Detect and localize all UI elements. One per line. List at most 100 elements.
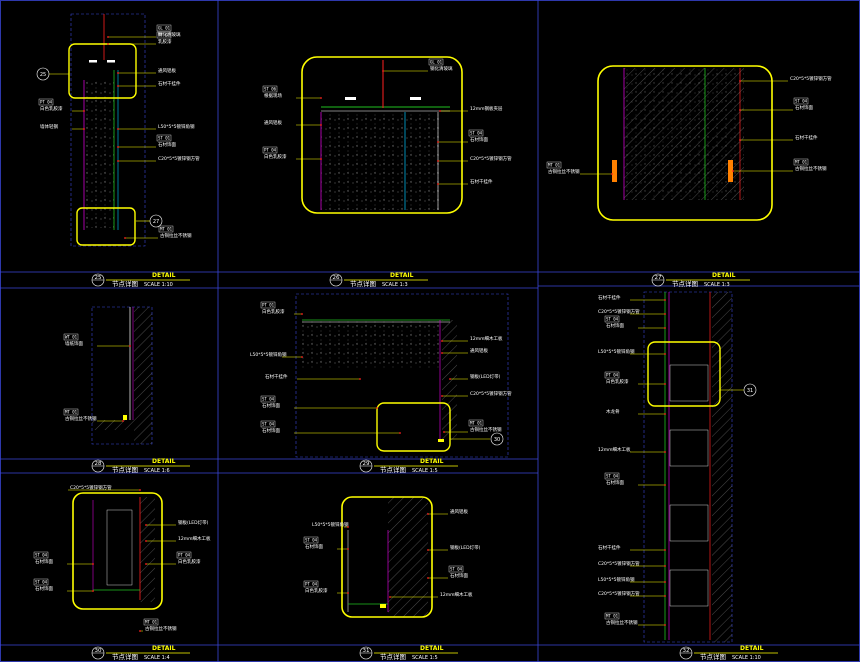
tag-code: ST 04 [450, 567, 463, 572]
leader-dot [301, 313, 303, 315]
leader-dot [145, 524, 147, 526]
tag-label: 白色乳胶漆 [178, 558, 201, 565]
panel-5-trim [438, 439, 444, 442]
leader-dot [437, 160, 439, 162]
panel-4-trim [123, 415, 127, 420]
tag-code-box [604, 315, 620, 323]
tag-label: 石材饰面 [450, 572, 468, 579]
tag-label: 白色乳胶漆 [606, 378, 629, 385]
panel-7-wall-hatch [388, 497, 428, 617]
tag-code: WT 01 [65, 335, 78, 340]
panel-8-ref-number: 31 [747, 388, 753, 394]
leader-dot [399, 432, 401, 434]
detail-title: 节点详图 [380, 652, 406, 661]
panel-1-ref-bubble [149, 214, 163, 228]
tag-label: 古铜拉丝不锈钢 [606, 619, 638, 626]
panel-4-wall-hatch [134, 307, 152, 444]
tag-code-box [546, 161, 562, 169]
tag-code: MT 01 [65, 410, 78, 415]
leader-dot [117, 160, 119, 162]
tag-label: C20*5*5镀锌钢方管 [790, 75, 832, 82]
tag-label: C20*5*5镀锌钢方管 [598, 308, 640, 315]
panel-1-light-fixture [89, 60, 97, 63]
detail-scale: SCALE 1:3 [382, 282, 408, 288]
panel-8-wall-hatch [712, 292, 732, 642]
leader-dot [441, 340, 443, 342]
detail-heading: DETAIL [152, 272, 176, 279]
tag-code-box [38, 98, 54, 106]
tag-code-box [468, 129, 484, 137]
tag-code-box [33, 578, 49, 586]
panel-5-ref-bubble [490, 432, 504, 446]
tag-code-box [156, 134, 172, 142]
tag-label: 石材饰面 [262, 402, 280, 409]
tag-code: MT 01 [606, 614, 619, 619]
leader-dot [441, 395, 443, 397]
leader-dot [664, 624, 666, 626]
panel-6-cabinet [106, 509, 133, 586]
tag-code-box [303, 580, 319, 588]
leader-dot [83, 128, 85, 130]
detail-title: 节点详图 [112, 279, 138, 288]
tag-label: 墙纸饰面 [65, 340, 83, 347]
tag-label: 石材饰面 [35, 585, 53, 592]
panel-3-steel-trim [612, 160, 617, 182]
leader-dot [129, 345, 131, 347]
leader-dot [449, 378, 451, 380]
tag-label: 12mm细木工板 [178, 535, 211, 542]
leader-dot [83, 110, 85, 112]
leader-dot [441, 352, 443, 354]
panel-8-shelf [669, 364, 709, 402]
detail-scale: SCALE 1:6 [144, 468, 170, 474]
leader-dot [107, 43, 109, 45]
panel-3-steel-trim [728, 160, 733, 182]
tag-label: 根据现场 [264, 92, 282, 99]
tag-label: 石材饰面 [262, 427, 280, 434]
tag-code-box [303, 536, 319, 544]
leader-dot [739, 139, 741, 141]
leader-dot [359, 378, 361, 380]
tag-label: 通风铝板 [264, 119, 282, 126]
panel-4-extent [91, 306, 153, 445]
tag-code: ST 04 [305, 538, 318, 543]
tag-code-box [428, 58, 444, 66]
tag-label: C20*5*5镀锌钢方管 [598, 560, 640, 567]
tag-label: C20*5*5镀锌钢方管 [70, 484, 112, 491]
detail-number: 27 [655, 275, 662, 281]
tag-code-box [262, 146, 278, 154]
tag-code: PT 04 [40, 100, 53, 105]
leader-dot [301, 356, 303, 358]
leader-dot [664, 451, 666, 453]
leader-dot [664, 383, 666, 385]
leader-dot [427, 513, 429, 515]
tag-code-box [176, 551, 192, 559]
leader-dot [107, 36, 109, 38]
tag-code: PT 04 [606, 373, 619, 378]
panel-detail-28 [91, 306, 153, 445]
detail-heading: DETAIL [152, 645, 176, 652]
tag-label: 墙体轻钢 [40, 123, 58, 130]
detail-title: 节点详图 [112, 652, 138, 661]
tag-code-box [468, 419, 484, 427]
leader-dot [139, 630, 141, 632]
leader-dot [664, 299, 666, 301]
leader-dot [389, 596, 391, 598]
tag-label: 石材干挂件 [598, 294, 621, 301]
tag-code: GL 01 [430, 60, 443, 65]
leader-dot [664, 313, 666, 315]
tag-label: L50*5*5镀锌角钢 [598, 576, 635, 583]
tag-code: ST 04 [795, 99, 808, 104]
leader-dot [320, 97, 322, 99]
panel-5-slab-fill [302, 320, 442, 368]
tag-label: 石材干挂件 [158, 80, 181, 87]
leader-dot [427, 549, 429, 551]
tag-label: L50*5*5镀锌角钢 [598, 348, 635, 355]
tag-code-box [158, 225, 174, 233]
panel-8-shelf [669, 504, 709, 542]
tag-label: 钢板(LED灯带) [450, 544, 481, 551]
leader-dot [122, 420, 124, 422]
tag-code-box [143, 618, 159, 626]
tag-code-box [260, 395, 276, 403]
tag-code: MT 01 [470, 421, 483, 426]
panel-8-shelf [669, 429, 709, 467]
